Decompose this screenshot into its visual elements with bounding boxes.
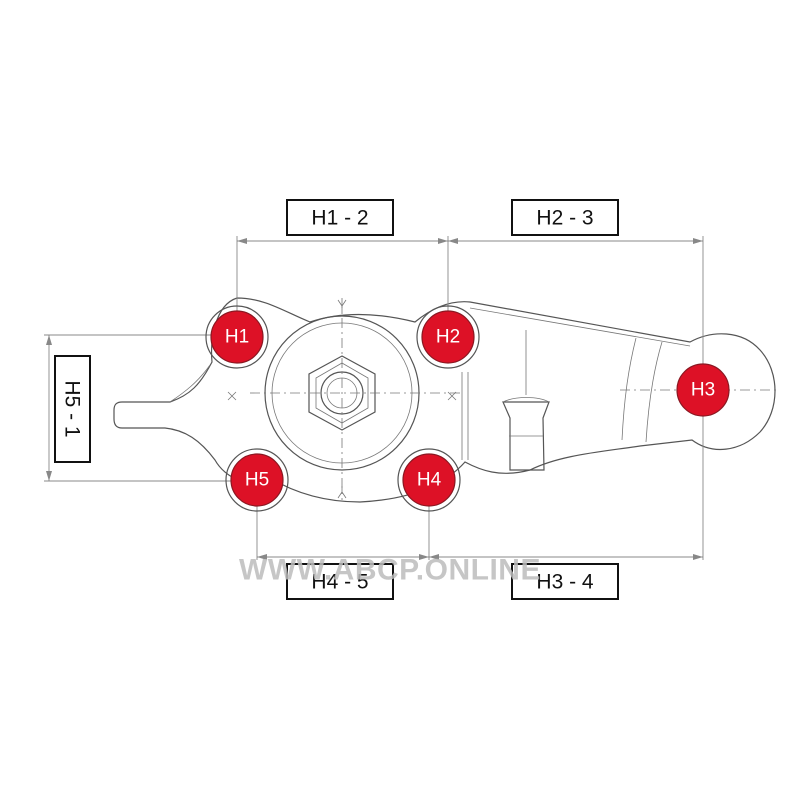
label-text-h3-4: H3 - 4 xyxy=(536,571,594,594)
hole-marker xyxy=(676,363,730,417)
hole-h4: H4 xyxy=(397,448,461,512)
hole-label-h3: H3 xyxy=(691,380,715,401)
label-text-h1-2: H1 - 2 xyxy=(311,207,368,230)
hole-h3: H3 xyxy=(676,363,730,417)
axis-mark-top xyxy=(337,299,347,312)
dimension-label-h3-4: H3 - 4 xyxy=(511,563,619,600)
axis-mark-right xyxy=(447,391,457,401)
dimension-label-h1-2: H1 - 2 xyxy=(286,199,394,236)
grease-boss-top xyxy=(502,397,550,403)
axis-mark-bottom xyxy=(337,486,347,499)
hole-label-h5: H5 xyxy=(245,470,269,491)
part-body-outline xyxy=(113,297,776,503)
arrow xyxy=(429,554,439,560)
hole-label-h1: H1 xyxy=(225,327,249,348)
hole-marker xyxy=(210,310,264,364)
hole-h1: H1 xyxy=(205,305,269,369)
hole-ring xyxy=(397,448,461,512)
hole-marker xyxy=(230,453,284,507)
arrow xyxy=(693,238,703,244)
arm-upper-edge xyxy=(469,307,691,347)
label-box xyxy=(511,563,619,600)
hole-label-h4: H4 xyxy=(417,470,442,491)
arrow xyxy=(693,554,703,560)
dimension-lines xyxy=(44,236,704,560)
hole-ring xyxy=(416,305,480,369)
watermark-text: WWW.ABCP.ONLINE xyxy=(239,554,541,587)
arrow xyxy=(419,554,429,560)
part-outline xyxy=(113,297,778,503)
arrow xyxy=(46,471,52,481)
label-text-h4-5: H4 - 5 xyxy=(311,571,368,594)
label-box xyxy=(286,563,394,600)
arrow xyxy=(46,335,52,345)
label-text-h5-1: H5 - 1 xyxy=(61,380,84,437)
arrow xyxy=(438,238,448,244)
label-text-h2-3: H2 - 3 xyxy=(536,207,593,230)
hex-nut xyxy=(308,355,376,431)
axis-mark-left xyxy=(227,391,237,401)
hole-marker xyxy=(421,310,475,364)
dimension-label-h2-3: H2 - 3 xyxy=(511,199,619,236)
hole-ring xyxy=(205,305,269,369)
hole-h2: H2 xyxy=(416,305,480,369)
stem-edge xyxy=(169,364,211,403)
arm-groove-1 xyxy=(621,337,637,441)
dimension-label-h5-1: H5 - 1 xyxy=(54,355,91,463)
hole-marker xyxy=(402,453,456,507)
arrow xyxy=(257,554,267,560)
hole-h5: H5 xyxy=(225,448,289,512)
arm-groove-2 xyxy=(645,341,663,443)
label-box xyxy=(286,199,394,236)
arrow xyxy=(237,238,247,244)
arrow xyxy=(448,238,458,244)
label-box xyxy=(511,199,619,236)
dimension-label-h4-5: H4 - 5 xyxy=(286,563,394,600)
hole-ring xyxy=(225,448,289,512)
label-box xyxy=(54,355,91,463)
hole-label-h2: H2 xyxy=(436,327,460,348)
